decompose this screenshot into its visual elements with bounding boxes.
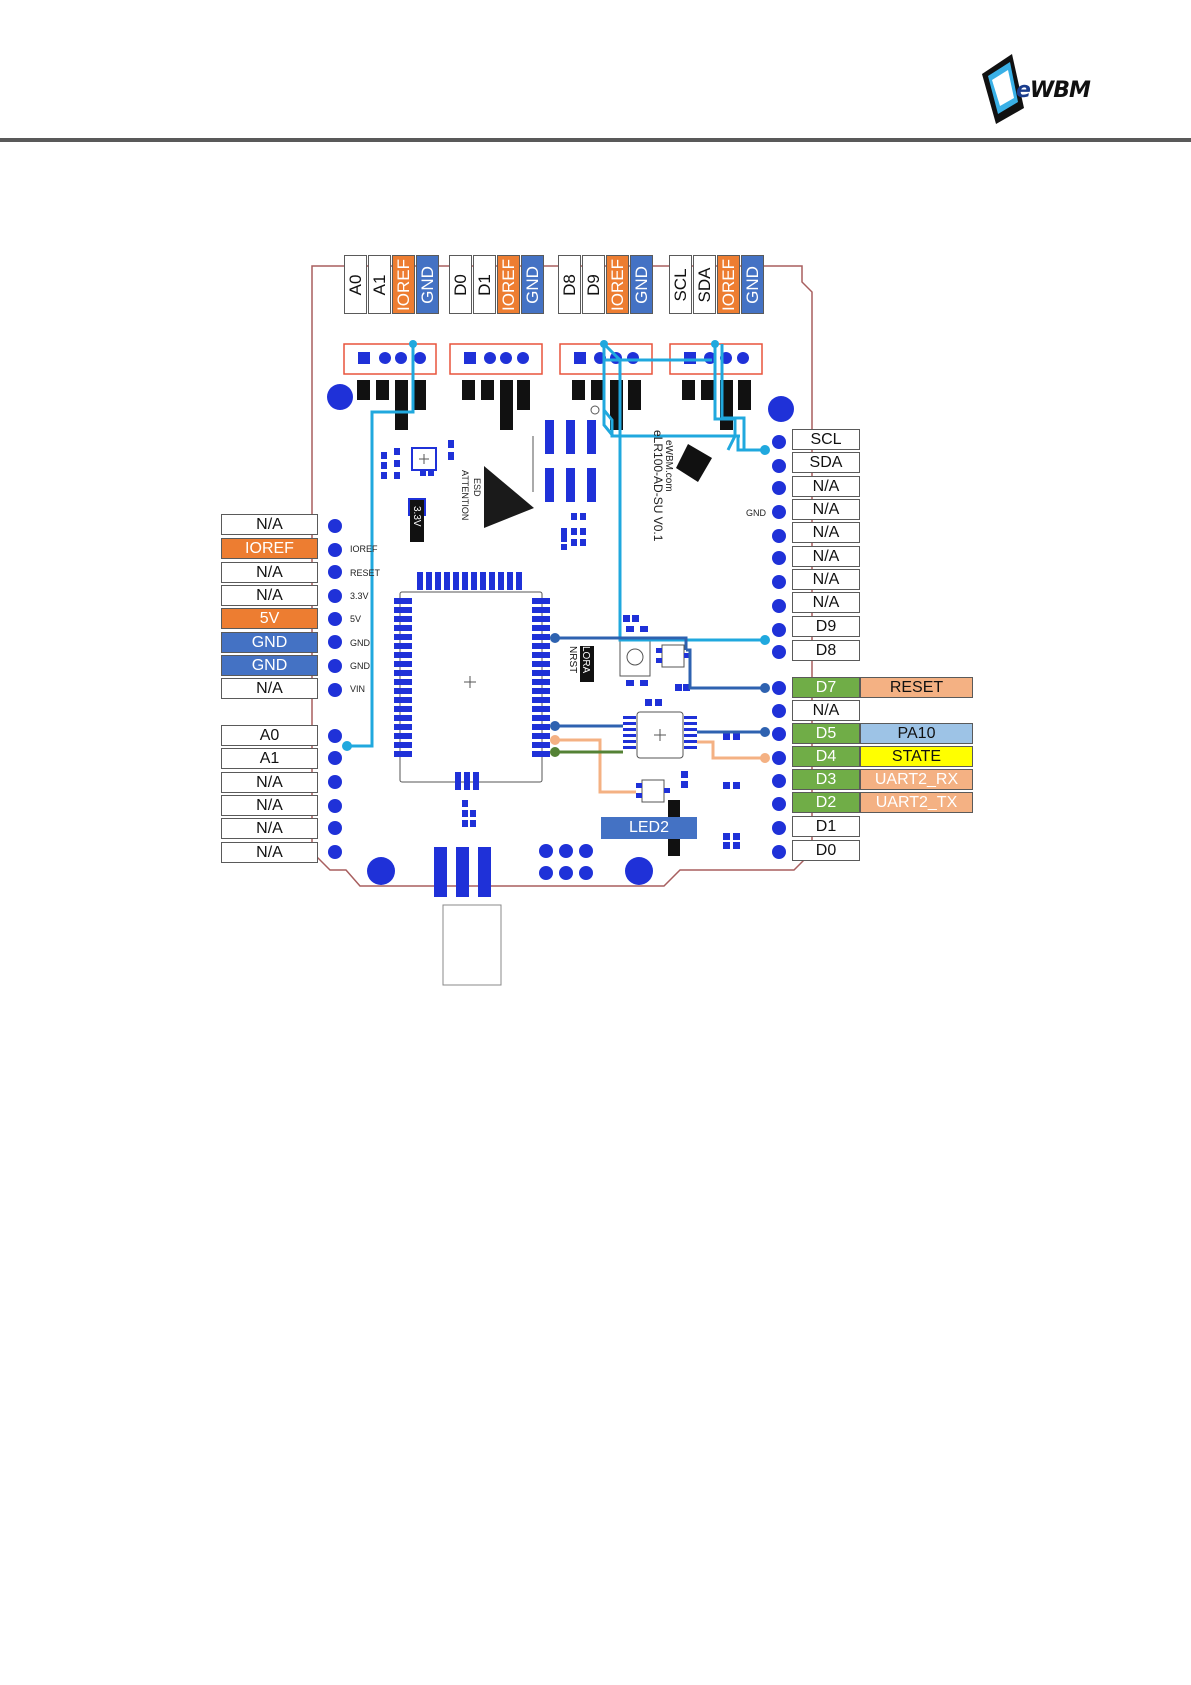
- silk-gnd-2: GND: [350, 661, 371, 671]
- top-label-ioref-j4: IOREF: [497, 255, 520, 314]
- top-label-d1: D1: [473, 255, 496, 314]
- top-label-a1: A1: [368, 255, 391, 314]
- right-pin-label: N/A: [792, 700, 860, 721]
- left-label: A1: [221, 748, 318, 769]
- silk-board-name: eWBM.com: [663, 440, 674, 492]
- silk-vin: VIN: [350, 684, 365, 694]
- right-func-label: UART2_TX: [860, 792, 973, 813]
- left-pin-column: [328, 519, 342, 859]
- right-label: N/A: [792, 546, 860, 567]
- silk-5v: 5V: [350, 614, 361, 624]
- right-func-label: RESET: [860, 677, 973, 698]
- led2-label: LED2: [601, 817, 697, 839]
- silk-gnd-1: GND: [350, 638, 371, 648]
- silk-ioref: IOREF: [350, 544, 378, 554]
- right-label: N/A: [792, 569, 860, 590]
- mounting-holes: [327, 384, 794, 885]
- top-label-sda: SDA: [693, 255, 716, 314]
- wire-dots: [342, 340, 770, 751]
- right-pin-label: D1: [792, 816, 860, 837]
- right-func-label: PA10: [860, 723, 973, 744]
- silk-nrst: NRST: [567, 646, 578, 673]
- right-pin-label: D3: [792, 769, 860, 790]
- wire-endpoints: [550, 633, 770, 763]
- led-transistor: [636, 779, 670, 803]
- right-pin-label: D2: [792, 792, 860, 813]
- left-label: N/A: [221, 514, 318, 535]
- silk-33v: 3.3V: [350, 591, 369, 601]
- silk-reset: RESET: [350, 568, 381, 578]
- top-label-d9: D9: [582, 255, 605, 314]
- regulator-u1: [411, 447, 437, 471]
- right-label: D8: [792, 640, 860, 661]
- top-label-ioref-j6: IOREF: [717, 255, 740, 314]
- left-label: N/A: [221, 818, 318, 839]
- right-label: N/A: [792, 522, 860, 543]
- silk-esd: ESD: [472, 478, 482, 497]
- right-label: SDA: [792, 452, 860, 473]
- reset-button: [619, 626, 651, 686]
- io-wires: [347, 342, 765, 748]
- small-components: [381, 440, 740, 849]
- left-label: A0: [221, 725, 318, 746]
- lora-module: [399, 591, 543, 783]
- antenna-connector: [545, 420, 596, 502]
- esd-warning-icon: [484, 466, 534, 528]
- left-label: N/A: [221, 842, 318, 863]
- right-pin-column: [772, 435, 786, 859]
- right-func-label: STATE: [860, 746, 973, 767]
- right-label: D9: [792, 616, 860, 637]
- top-label-gnd-j4: GND: [521, 255, 544, 314]
- left-label: GND: [221, 632, 318, 653]
- top-label-d8: D8: [558, 255, 581, 314]
- level-shifter-ic: [623, 711, 697, 759]
- transistor-q2: [656, 644, 690, 668]
- right-pin-label: D7: [792, 677, 860, 698]
- usb-connector: [442, 904, 502, 986]
- right-label: N/A: [792, 476, 860, 497]
- top-label-d0: D0: [449, 255, 472, 314]
- right-label: SCL: [792, 429, 860, 450]
- right-func-label: UART2_RX: [860, 769, 973, 790]
- top-label-a0: A0: [344, 255, 367, 314]
- right-pin-label: D5: [792, 723, 860, 744]
- silk-logo-icon: [676, 444, 712, 482]
- left-label: GND: [221, 655, 318, 676]
- silk-gnd-right: GND: [746, 508, 767, 518]
- ewbm-logo: eWBM: [978, 44, 1108, 128]
- top-label-gnd-j3: GND: [416, 255, 439, 314]
- silk-text: IOREF RESET 3.3V 5V GND GND VIN GND eWBM…: [350, 430, 767, 694]
- right-pin-label: D0: [792, 840, 860, 861]
- top-label-ioref-j5: IOREF: [606, 255, 629, 314]
- top-label-scl: SCL: [669, 255, 692, 314]
- silk-33v-led: 3.3V: [411, 506, 422, 527]
- top-label-gnd-j6: GND: [741, 255, 764, 314]
- module-pads: [394, 572, 550, 790]
- left-label: N/A: [221, 562, 318, 583]
- top-label-ioref-j3: IOREF: [392, 255, 415, 314]
- module-wires-peach: [555, 738, 765, 794]
- module-wires-blue: [555, 636, 765, 734]
- right-label: N/A: [792, 592, 860, 613]
- usb-pads: [434, 844, 593, 897]
- top-label-gnd-j5: GND: [630, 255, 653, 314]
- right-label: N/A: [792, 499, 860, 520]
- right-pin-label: D4: [792, 746, 860, 767]
- silk-attention: ATTENTION: [460, 470, 470, 520]
- left-label: N/A: [221, 795, 318, 816]
- left-label: IOREF: [221, 538, 318, 559]
- logo-text: eWBM: [1016, 78, 1091, 103]
- silk-lora: LORA: [580, 646, 591, 674]
- silk-board-model: eLR100-AD-SU V0.1: [651, 430, 665, 542]
- left-label: N/A: [221, 585, 318, 606]
- left-label: N/A: [221, 772, 318, 793]
- header-divider: [0, 138, 1191, 142]
- left-label: N/A: [221, 678, 318, 699]
- left-label: 5V: [221, 608, 318, 629]
